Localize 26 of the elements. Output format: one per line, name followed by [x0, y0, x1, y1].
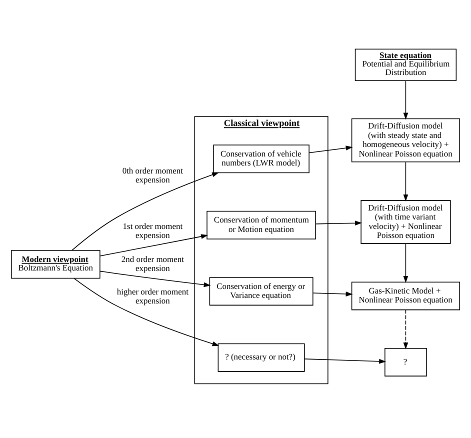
arrow — [74, 278, 220, 346]
arrow — [403, 308, 408, 349]
arrow — [315, 220, 362, 226]
node-box: Conservation of energy or Variance equation — [209, 276, 314, 306]
node-box: ? (necessary or not?) — [218, 342, 305, 372]
edge-label: 1st order moment expension — [122, 220, 183, 240]
arrow — [100, 270, 211, 287]
node-box: State equation Potential and Equilibrium Distribution — [354, 48, 457, 81]
arrow — [403, 80, 408, 120]
node-box: Drift-Diffusion model (with steady state and homogeneous velocity) + Nonlinear Poisson equation — [351, 118, 460, 162]
node-box: Modern viewpoint Boltzmann's Equation — [10, 250, 100, 278]
node-box: Conservation of momentum or Motion equation — [206, 210, 316, 239]
node-box: Conservation of vehicle numbers (LWR model) — [213, 144, 310, 173]
edge-label: higher order moment expension — [116, 286, 188, 305]
arrow — [72, 172, 220, 250]
arrow — [304, 358, 386, 364]
node-box: ? — [384, 347, 427, 376]
arrow — [403, 161, 408, 201]
node-box: Drift-Diffusion model (with time variant velocity) + Nonlinear Poisson equation — [360, 200, 451, 244]
node-box: Gas-Kinetic Model + Nonlinear Poisson equation — [351, 281, 460, 310]
edge-label: 0th order moment expension — [122, 164, 184, 184]
arrow — [100, 234, 208, 256]
arrow — [308, 145, 353, 153]
arrow — [403, 242, 408, 282]
edge-label: 2nd order moment expension — [121, 253, 184, 273]
arrow — [312, 291, 353, 296]
